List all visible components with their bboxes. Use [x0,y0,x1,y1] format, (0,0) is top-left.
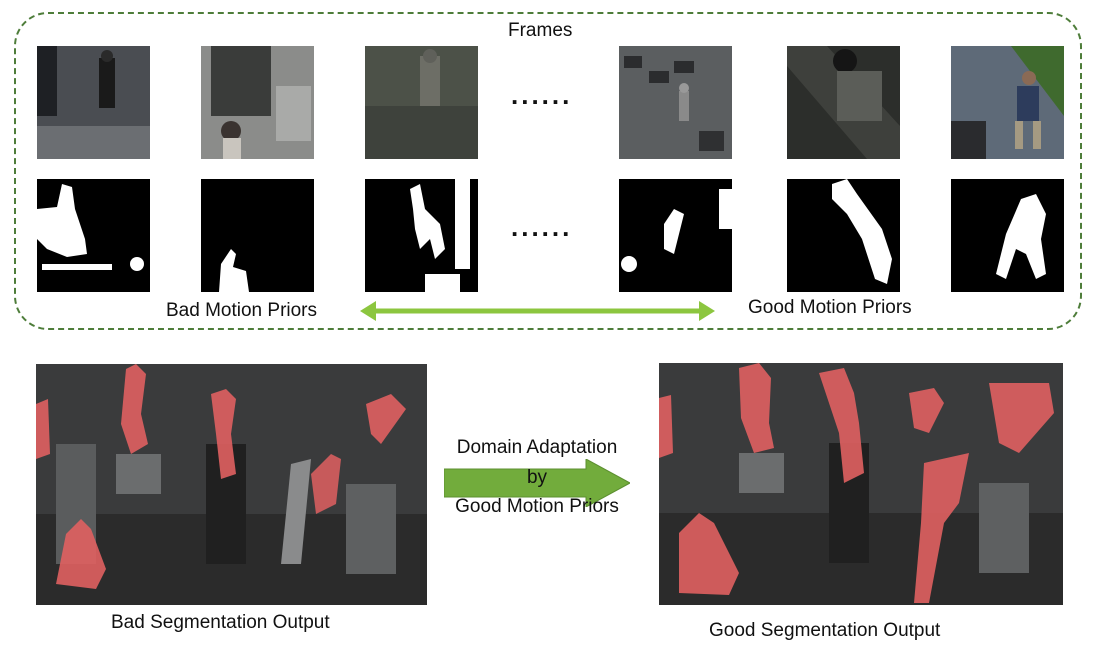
bad-segmentation-image [36,364,427,605]
mask-image-5 [787,179,900,292]
frames-title: Frames [508,20,573,41]
adaptation-line-3: Good Motion Priors [455,496,619,517]
mask-image-6 [951,179,1064,292]
frame-image-5 [787,46,900,159]
double-arrow-icon [360,301,715,321]
mask-image-3 [365,179,478,292]
frame-image-2 [201,46,314,159]
frame-image-3 [365,46,478,159]
mask-image-2 [201,179,314,292]
frame-image-4 [619,46,732,159]
masks-ellipsis: ...... [511,212,573,242]
bad-motion-priors-label: Bad Motion Priors [166,300,318,321]
frame-image-1 [37,46,150,159]
adaptation-line-1: Domain Adaptation [456,437,618,458]
adaptation-line-2: by [526,467,548,488]
frame-image-6 [951,46,1064,159]
frames-panel [14,12,1082,330]
good-segmentation-caption: Good Segmentation Output [709,620,941,641]
good-segmentation-image [659,363,1063,605]
mask-image-4 [619,179,732,292]
adaptation-arrow-icon [444,459,630,507]
bad-segmentation-caption: Bad Segmentation Output [111,612,330,633]
mask-image-1 [37,179,150,292]
good-motion-priors-label: Good Motion Priors [748,297,912,318]
frames-ellipsis: ...... [511,80,573,110]
